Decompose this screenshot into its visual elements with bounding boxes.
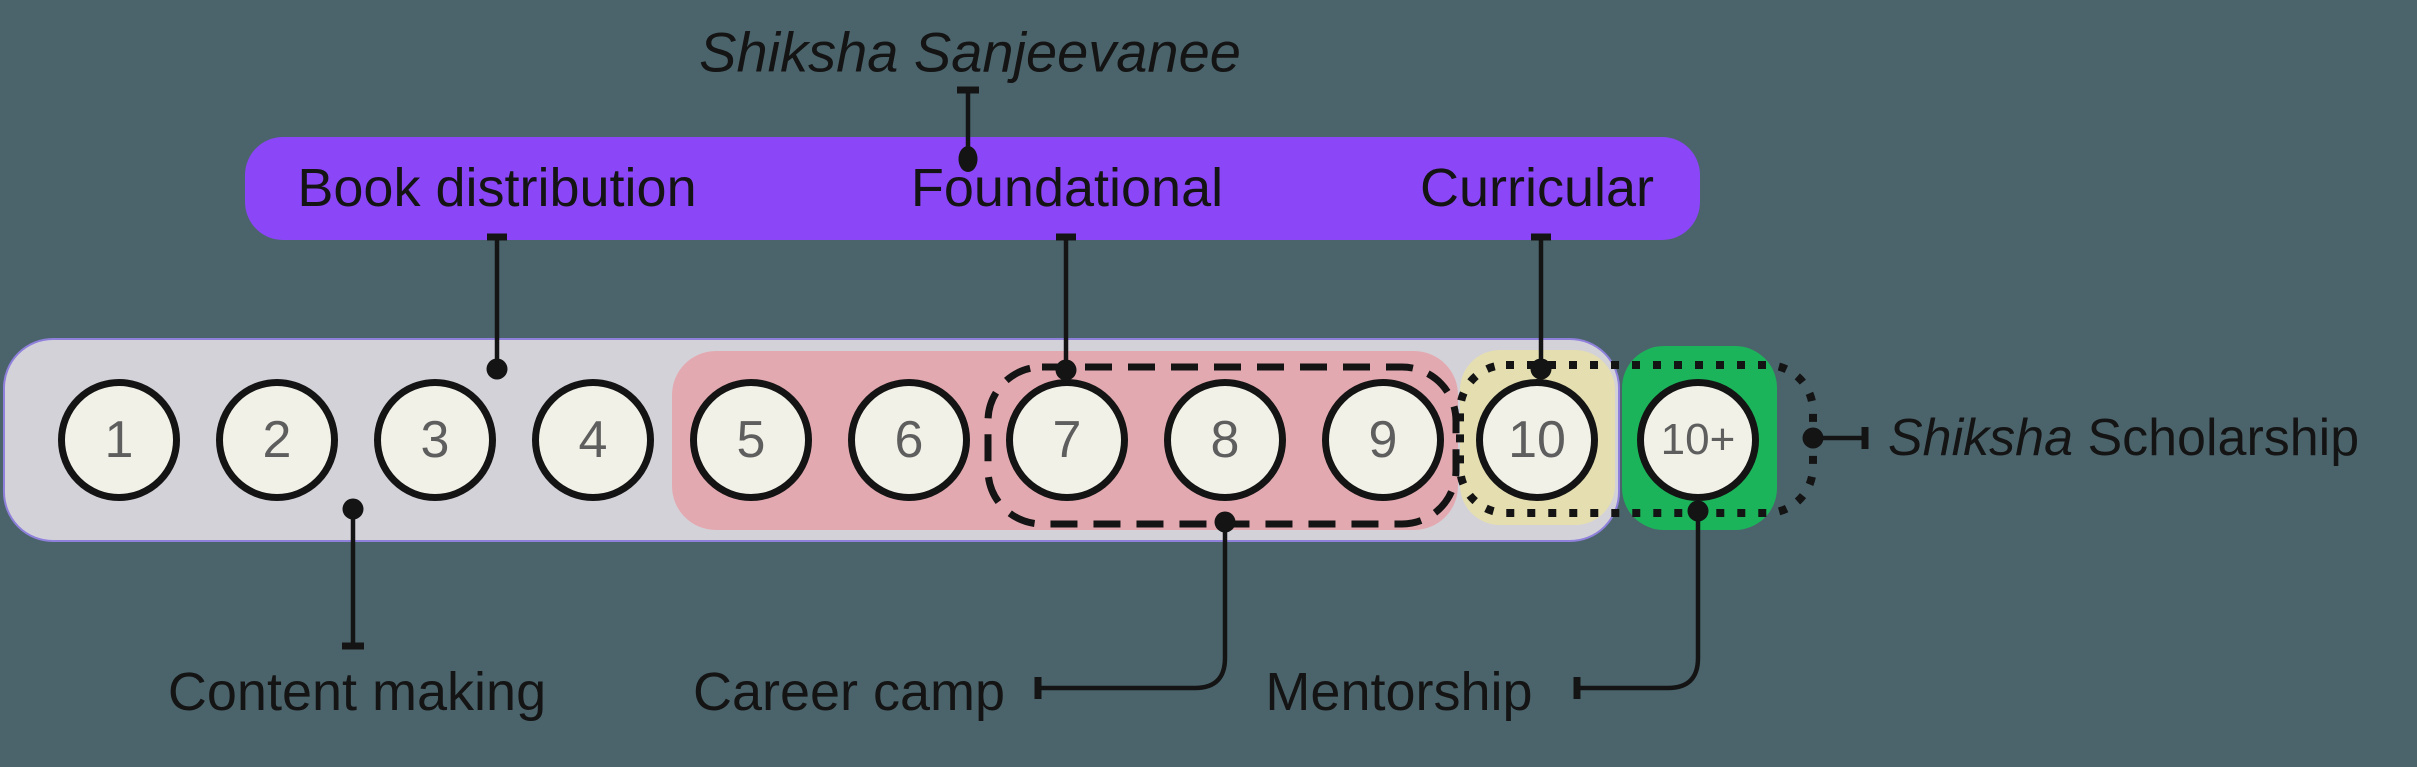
program-bar: Book distribution Foundational Curricula… xyxy=(245,137,1700,240)
scholarship-italic-word: Shiksha xyxy=(1888,409,2073,467)
stage-number: 9 xyxy=(1368,411,1398,469)
label-career-camp: Career camp xyxy=(692,662,1006,722)
stage-number: 2 xyxy=(262,411,292,469)
stage-number: 4 xyxy=(578,411,608,469)
stage-circle-5: 5 xyxy=(690,379,812,501)
scholarship-regular-word: Scholarship xyxy=(2073,409,2360,467)
stage-circle-7: 7 xyxy=(1006,379,1128,501)
stage-circle-10plus: 10+ xyxy=(1637,379,1759,501)
label-mentorship: Mentorship xyxy=(1265,662,1533,722)
stage-circle-3: 3 xyxy=(374,379,496,501)
stage-circle-10: 10 xyxy=(1476,379,1598,501)
stage-circle-6: 6 xyxy=(848,379,970,501)
program-label-foundational: Foundational xyxy=(910,157,1224,218)
stage-number: 10+ xyxy=(1660,415,1736,464)
stage-circle-2: 2 xyxy=(216,379,338,501)
connector-scholarship xyxy=(1802,427,1869,449)
stage-number: 8 xyxy=(1210,411,1240,469)
stage-number: 3 xyxy=(420,411,450,469)
stage-circle-4: 4 xyxy=(532,379,654,501)
stage-circle-9: 9 xyxy=(1322,379,1444,501)
label-shiksha-scholarship: Shiksha Scholarship xyxy=(1888,408,2359,468)
stage-circle-1: 1 xyxy=(58,379,180,501)
stage-circle-8: 8 xyxy=(1164,379,1286,501)
diagram-title: Shiksha Sanjeevanee xyxy=(699,20,1241,84)
label-content-making: Content making xyxy=(167,662,547,722)
stage-number: 5 xyxy=(736,411,766,469)
program-label-curricular: Curricular xyxy=(1419,157,1655,218)
stage-number: 10 xyxy=(1508,411,1566,469)
program-label-book-distribution: Book distribution xyxy=(297,157,697,218)
stage-number: 7 xyxy=(1052,411,1082,469)
stage-number: 1 xyxy=(104,411,134,469)
stage-number: 6 xyxy=(894,411,924,469)
